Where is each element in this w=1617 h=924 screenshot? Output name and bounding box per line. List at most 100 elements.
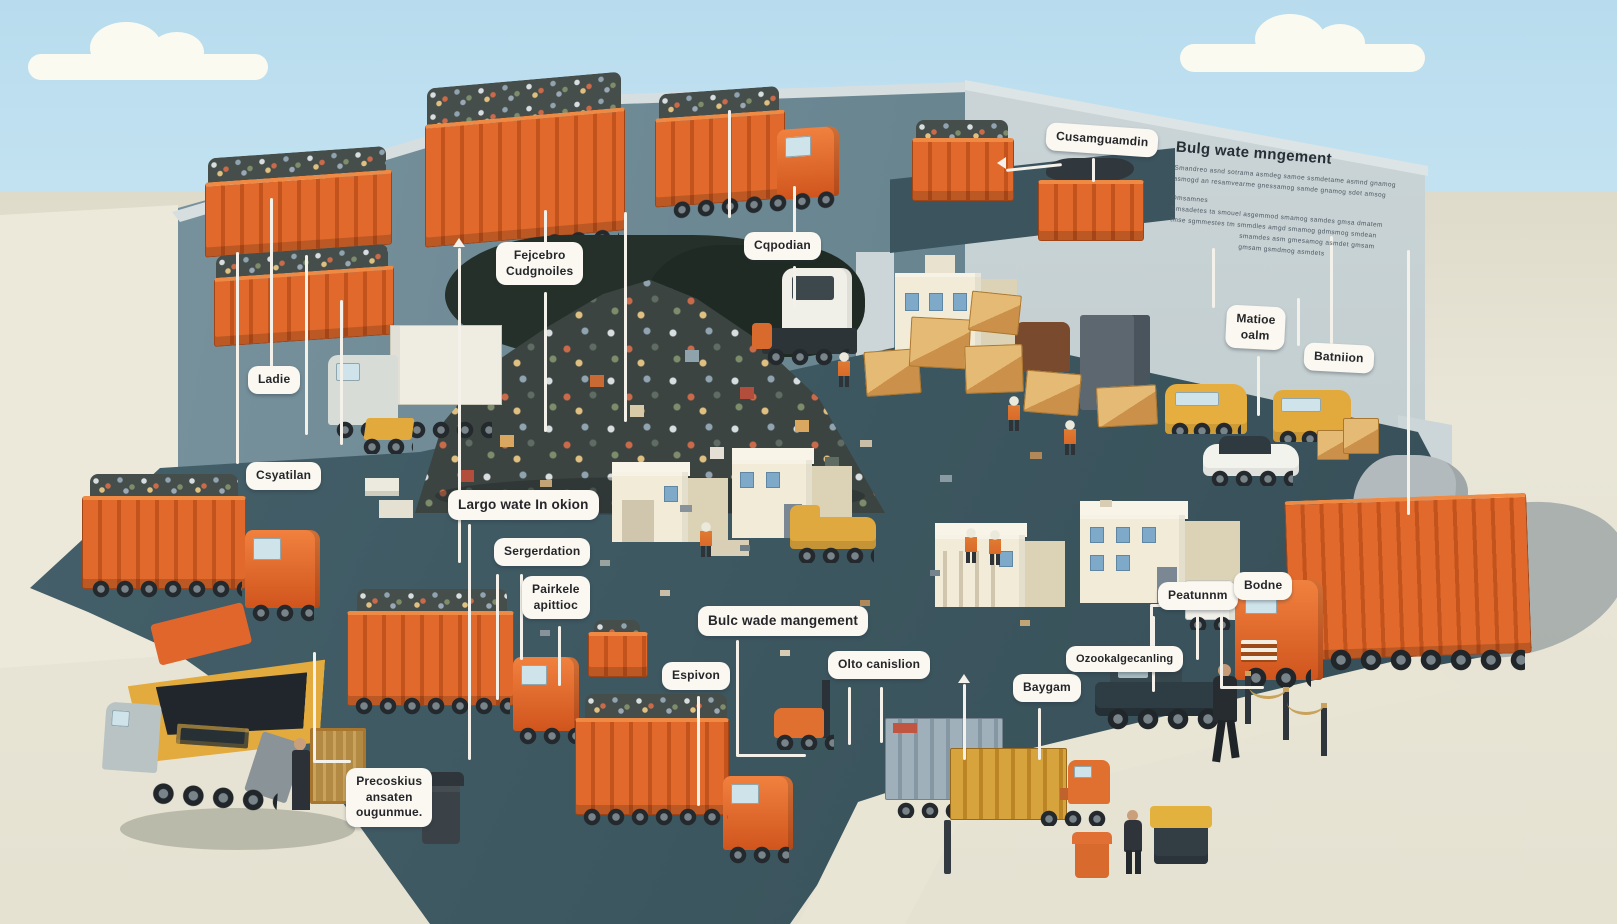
forklift-mast: [822, 680, 830, 738]
container-truck-midleft: [345, 585, 580, 753]
truck-trash: [357, 589, 507, 613]
cloud-right-puff: [1255, 14, 1325, 64]
cloud-right-puff2: [1315, 24, 1365, 62]
callout-line: [1220, 686, 1264, 689]
mini-tractor: [1068, 760, 1110, 804]
cardboard-box: [1095, 384, 1159, 428]
callout-line: [793, 186, 796, 234]
callout-largo: Largo wate In okion: [448, 490, 599, 520]
bulky-items-pile: [863, 290, 1170, 435]
callout-line: [544, 210, 547, 244]
callout-line: [544, 292, 547, 432]
cardboard-box: [964, 344, 1024, 394]
rolloff-truck-bottom: [575, 688, 800, 873]
window: [929, 293, 943, 311]
window: [1116, 527, 1130, 543]
cab-window: [785, 135, 811, 158]
cab-wheels: [729, 846, 789, 864]
forklift: [768, 680, 846, 758]
window: [1090, 527, 1104, 543]
house-roof: [935, 523, 1027, 537]
truck-cab: [245, 530, 320, 608]
orange-wheelie-bin: [1072, 832, 1112, 882]
truck-container: [347, 611, 514, 706]
man-leg: [1126, 850, 1132, 874]
floor-debris: [600, 560, 610, 566]
truck-cab: [777, 125, 839, 201]
yellow-van: [1273, 390, 1351, 442]
truck-container: [655, 109, 785, 208]
worker: [1062, 420, 1078, 456]
worker: [1006, 396, 1022, 432]
van-window: [1175, 392, 1219, 406]
window: [740, 472, 754, 488]
callout-line: [340, 300, 343, 445]
wooden-crate: [1343, 418, 1379, 454]
man-leg: [1135, 850, 1141, 874]
cloud-left-puff2: [150, 32, 204, 72]
window: [1142, 527, 1156, 543]
yellow-bin: [1150, 806, 1212, 866]
callout-line: [1196, 616, 1199, 660]
dumpster-body: [588, 632, 648, 677]
callout-line: [1407, 250, 1410, 515]
callout-line: [520, 574, 523, 660]
trailer-wheels: [1040, 810, 1112, 826]
wall-poster: Bulg wate mngement Smandreo asnd sotrama…: [1168, 139, 1421, 267]
vehicles-right-cluster: [1165, 372, 1380, 492]
house-front: [935, 535, 1025, 607]
worker: [963, 528, 979, 564]
callout-line: [1150, 606, 1153, 650]
flatbed-wheels: [798, 547, 874, 563]
callout-line: [1212, 248, 1215, 308]
flatbed-body: [790, 517, 876, 549]
man-leg: [1226, 719, 1240, 759]
bin-lid: [1072, 832, 1112, 844]
trash-bags: [1046, 158, 1134, 182]
cab-window: [731, 784, 759, 804]
truck-container: [82, 496, 246, 589]
callout-line: [1257, 356, 1260, 416]
dumpster-topright-2: [1038, 158, 1144, 246]
cardboard-box: [908, 316, 972, 370]
steps: [707, 540, 749, 556]
callout-line: [728, 110, 731, 218]
callout-line: [496, 574, 499, 700]
floor-debris: [860, 440, 872, 447]
cab-window: [253, 538, 281, 560]
small-orange-dumpster: [588, 620, 648, 677]
worker: [987, 530, 1003, 566]
callout-precoskius: Precoskius ansaten ougunmue.: [346, 768, 433, 827]
truck-wheels: [583, 808, 728, 826]
callout-line: [1297, 298, 1300, 346]
dump-bed-flap: [149, 602, 253, 666]
dumper-body: [363, 418, 415, 440]
house-side: [1025, 541, 1065, 607]
barrier-post: [1245, 676, 1251, 724]
callout-line: [1330, 236, 1333, 344]
man-by-bins: [1118, 810, 1148, 876]
man-body: [1124, 820, 1142, 852]
callout-sergerdation: Sergerdation: [494, 538, 591, 566]
dumper-wheels: [363, 438, 413, 454]
dumpster-body: [912, 138, 1014, 201]
forklift-body: [774, 708, 824, 738]
stacked-dumpsters: [200, 133, 400, 348]
van-window: [1281, 398, 1321, 412]
cab-grill: [1241, 640, 1277, 662]
suv-wheels: [1211, 470, 1293, 486]
van-wheels: [1171, 422, 1241, 434]
callout-line: [305, 255, 308, 435]
rope-barrier: [1245, 676, 1355, 772]
pile-colorful-bits: [590, 375, 604, 387]
callout-line: [736, 754, 806, 757]
roof-unit: [925, 255, 955, 273]
bin-body: [1075, 844, 1109, 878]
white-suv: [1203, 434, 1303, 492]
callout-line: [270, 198, 273, 368]
cab-window: [521, 665, 547, 685]
truck-top-center: [655, 73, 845, 236]
dumpster-trash: [916, 120, 1008, 140]
callout-baygam: Baygam: [1013, 674, 1081, 702]
person-dark: [292, 750, 310, 810]
